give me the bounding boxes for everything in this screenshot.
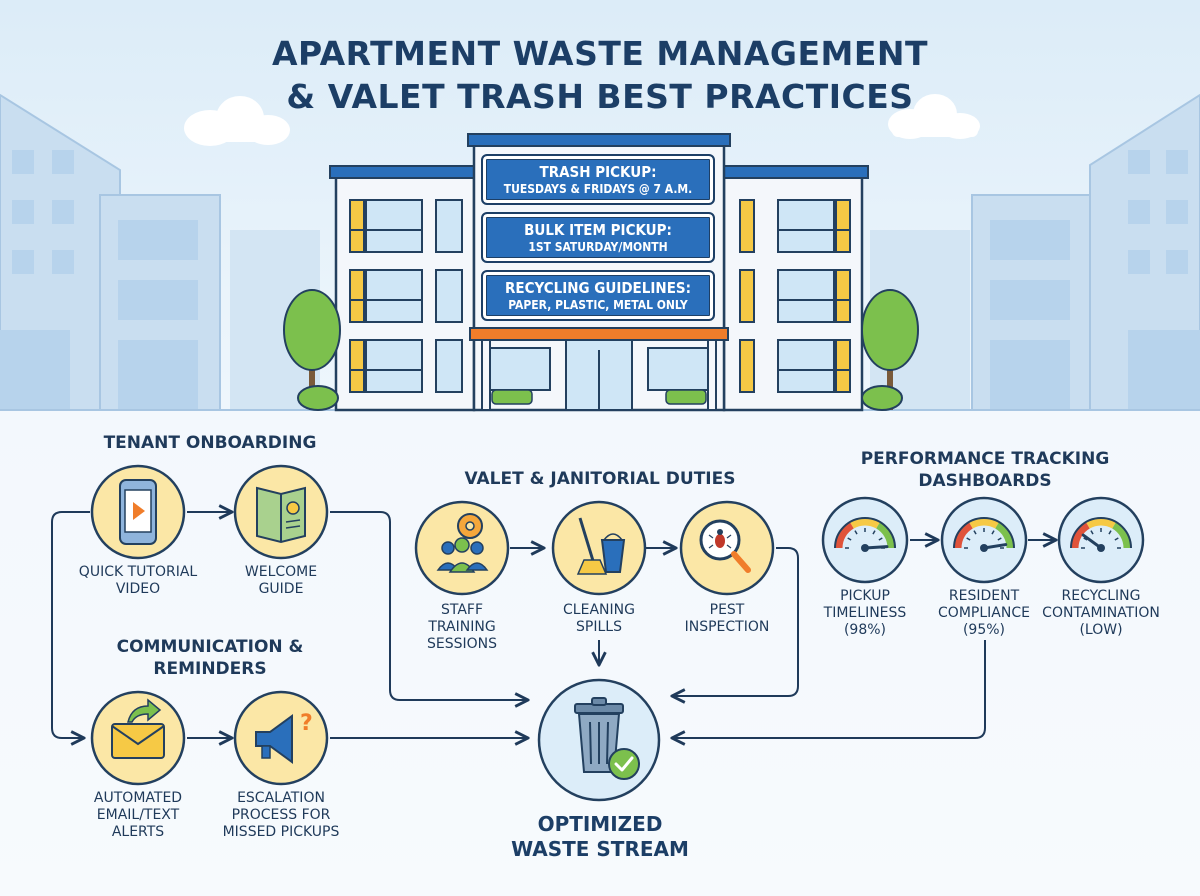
mop-bucket-icon	[576, 517, 626, 575]
title-line-1: APARTMENT WASTE MANAGEMENT	[271, 34, 929, 73]
cloud-right	[888, 94, 980, 139]
node-cleaning-spills	[551, 500, 647, 596]
sign-heading: BULK ITEM PICKUP:	[524, 221, 672, 239]
pest-magnifier-icon	[699, 519, 751, 573]
node-recycling-contamination	[1057, 496, 1145, 584]
svg-text:?: ?	[300, 711, 313, 736]
node-quick-tutorial-video	[90, 464, 186, 560]
gauge-icon	[1070, 517, 1132, 552]
email-alert-icon	[111, 698, 165, 759]
tree-left	[283, 289, 341, 411]
building-windows	[349, 199, 463, 393]
sign-heading: TRASH PICKUP:	[539, 163, 657, 181]
tree-right	[861, 289, 919, 411]
label-pest-inspection: PEST INSPECTION	[684, 602, 770, 635]
heading-performance-tracking: PERFORMANCE TRACKING DASHBOARDS	[860, 449, 1110, 491]
label-escalation-process: ESCALATION PROCESS FOR MISSED PICKUPS	[222, 790, 340, 840]
node-pickup-timeliness	[821, 496, 909, 584]
label-automated-alerts: AUTOMATED EMAIL/TEXT ALERTS	[93, 790, 183, 840]
node-resident-compliance	[940, 496, 1028, 584]
sign-heading: RECYCLING GUIDELINES:	[504, 279, 692, 297]
node-automated-alerts	[90, 690, 186, 786]
label-welcome-guide: WELCOME GUIDE	[244, 564, 318, 597]
label-staff-training: STAFF TRAINING SESSIONS	[426, 602, 497, 652]
title-line-2: & VALET TRASH BEST PRACTICES	[286, 77, 914, 116]
label-cleaning-spills: CLEANING SPILLS	[563, 602, 635, 635]
sign-bulk-item-pickup: BULK ITEM PICKUP: 1ST SATURDAY/MONTH	[481, 212, 715, 263]
gauge-icon	[834, 517, 896, 552]
welcome-guide-icon	[256, 486, 306, 544]
staff-training-icon	[436, 513, 489, 573]
label-resident-compliance: RESIDENT COMPLIANCE (95%)	[938, 588, 1030, 638]
sign-detail: 1ST SATURDAY/MONTH	[528, 240, 668, 254]
label-optimized-waste-stream: OPTIMIZED WASTE STREAM	[511, 812, 689, 861]
tutorial-video-icon	[119, 479, 157, 545]
gauge-icon	[953, 517, 1015, 552]
label-quick-tutorial-video: QUICK TUTORIAL VIDEO	[78, 564, 198, 597]
trash-can-check-icon	[574, 697, 640, 780]
sign-trash-pickup: TRASH PICKUP: TUESDAYS & FRIDAYS @ 7 A.M…	[481, 154, 715, 205]
sign-recycling-guidelines: RECYCLING GUIDELINES: PAPER, PLASTIC, ME…	[481, 270, 715, 321]
heading-valet-janitorial: VALET & JANITORIAL DUTIES	[464, 469, 736, 489]
label-recycling-contamination: RECYCLING CONTAMINATION (LOW)	[1042, 588, 1160, 638]
node-staff-training	[414, 500, 510, 596]
node-optimized-waste-stream	[537, 678, 661, 802]
cloud-left	[184, 96, 290, 146]
node-pest-inspection	[679, 500, 775, 596]
node-escalation-process: ?	[233, 690, 329, 786]
flow-connectors	[51, 512, 1056, 738]
node-welcome-guide	[233, 464, 329, 560]
sign-detail: TUESDAYS & FRIDAYS @ 7 A.M.	[503, 182, 693, 196]
label-pickup-timeliness: PICKUP TIMELINESS (98%)	[823, 588, 907, 638]
heading-communication-reminders: COMMUNICATION & REMINDERS	[116, 637, 304, 679]
megaphone-icon: ?	[255, 711, 313, 764]
sign-detail: PAPER, PLASTIC, METAL ONLY	[508, 298, 688, 312]
page-title: APARTMENT WASTE MANAGEMENT & VALET TRASH…	[0, 34, 1200, 116]
heading-tenant-onboarding: TENANT ONBOARDING	[103, 433, 317, 453]
